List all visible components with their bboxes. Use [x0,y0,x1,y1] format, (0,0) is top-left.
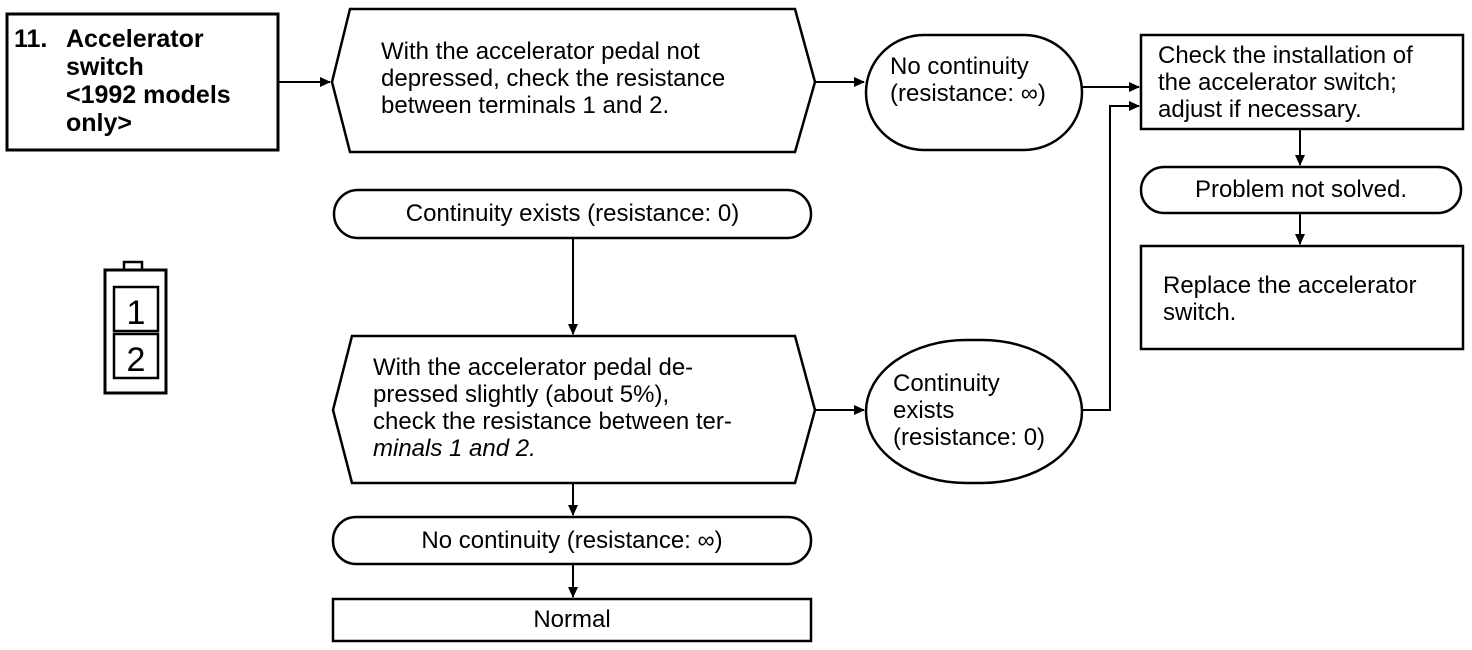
check-not-depressed-hexagon [330,7,817,154]
no-continuity-result-text: No continuity (resistance: ∞) [890,53,1046,107]
no-continuity-bottom-text: No continuity (resistance: ∞) [421,527,723,554]
check-depressed-hexagon [331,334,817,485]
check-installation-text: Check the installation of the accelerato… [1158,42,1413,123]
flow-arrows [278,77,1305,598]
check-installation-box [1139,33,1465,131]
check-not-depressed-text: With the accelerator pedal not depressed… [381,38,726,119]
normal-text: Normal [533,606,611,633]
terminal-1-label: 1 [127,294,146,332]
check-depressed-text: With the accelerator pedal de- pressed s… [373,354,732,435]
problem-not-solved-text: Problem not solved. [1194,176,1408,203]
replace-switch-box [1139,244,1465,351]
connector-icon [103,260,168,395]
continuity-exists-oval [864,338,1084,485]
replace-switch-text: Replace the accelerator switch. [1163,272,1417,326]
normal-box [331,597,813,643]
check-depressed-last-line: minals 1 and 2. [373,435,536,462]
title-number: 11. [14,25,48,53]
continuity-exists-text: Continuity exists (resistance: 0) [405,200,740,227]
no-continuity-oval [864,33,1084,152]
title-box [5,12,280,152]
arrow-oval2-to-install [1082,101,1140,411]
continuity-exists-result-text: Continuity exists (resistance: 0) [893,370,1046,451]
title-name: Accelerator switch <1992 models only> [66,25,231,137]
terminal-2-label: 2 [127,341,146,379]
check-depressed-text-last: minals 1 and 2. [373,435,536,462]
